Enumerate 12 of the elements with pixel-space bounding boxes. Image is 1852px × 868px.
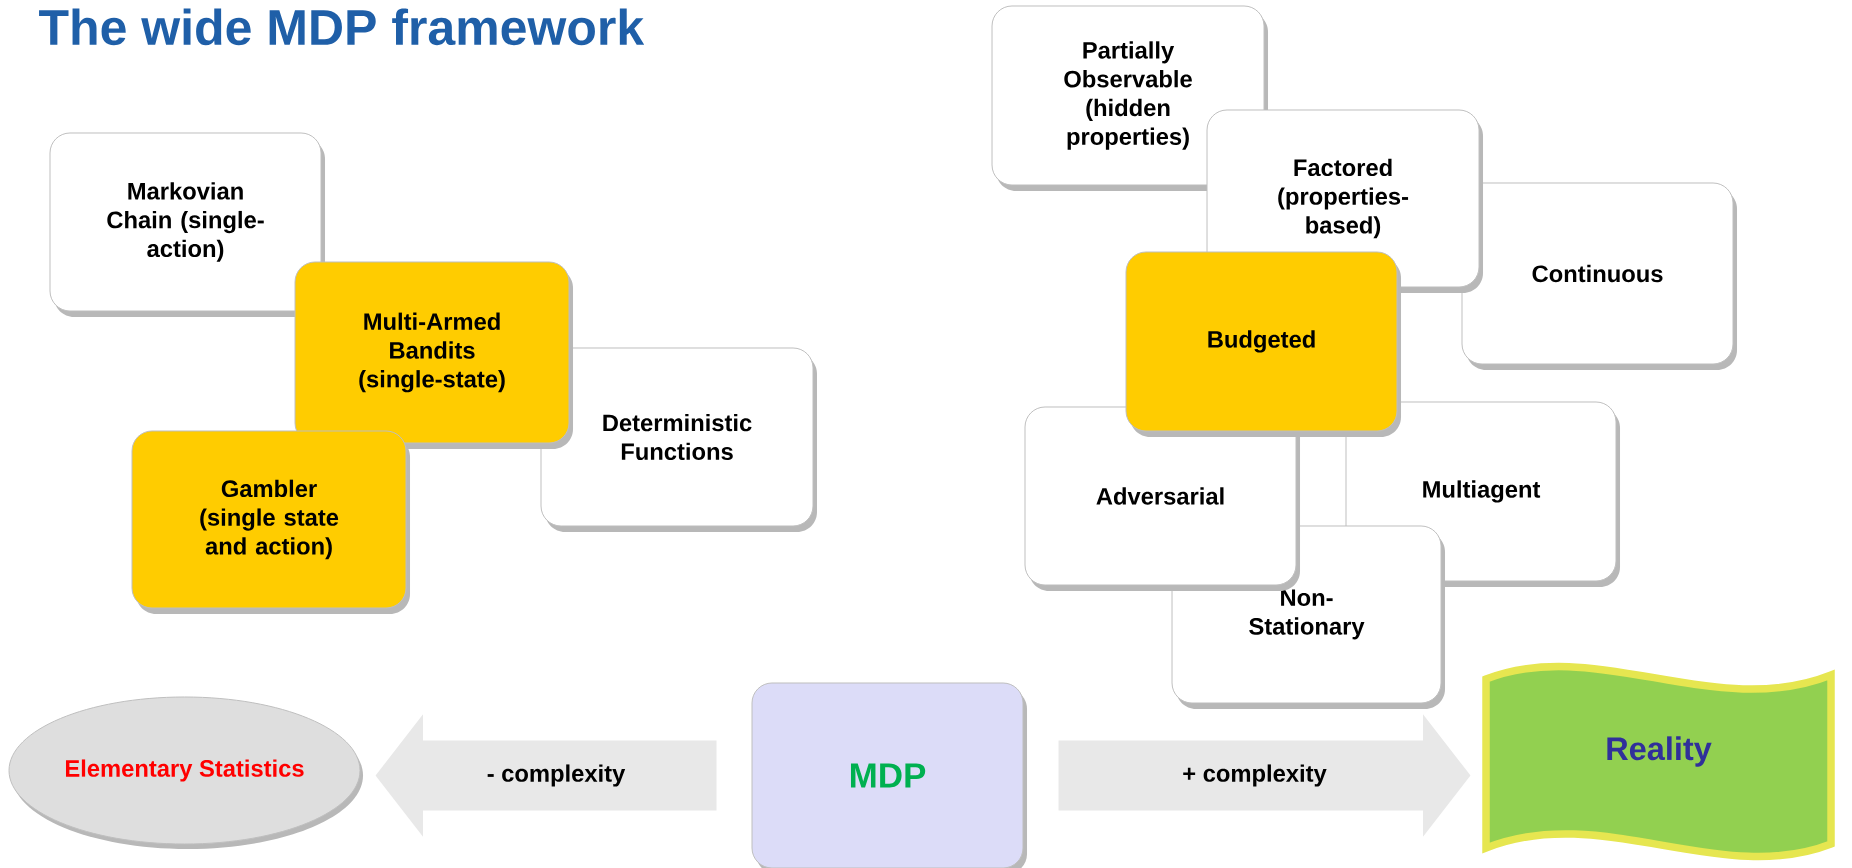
rounded-box: Partially Observable (hidden properties) <box>991 5 1268 191</box>
rounded-box: Continuous <box>1461 182 1737 370</box>
rounded-box: MDP <box>751 682 1027 868</box>
title: The wide MDP framework <box>39 8 645 46</box>
rounded-box: Budgeted <box>1125 251 1401 437</box>
rounded-box: Deterministic Functions <box>540 347 817 532</box>
banner: Reality <box>1482 662 1835 861</box>
edge-label: + complexity <box>1183 764 1327 787</box>
rounded-box: Gambler (single state and action) <box>131 430 410 614</box>
edge-label: - complexity <box>487 764 626 787</box>
rounded-box: Multi-Armed Bandits (single-state) <box>294 261 573 449</box>
rounded-box: Markovian Chain (single-action) <box>49 132 325 317</box>
